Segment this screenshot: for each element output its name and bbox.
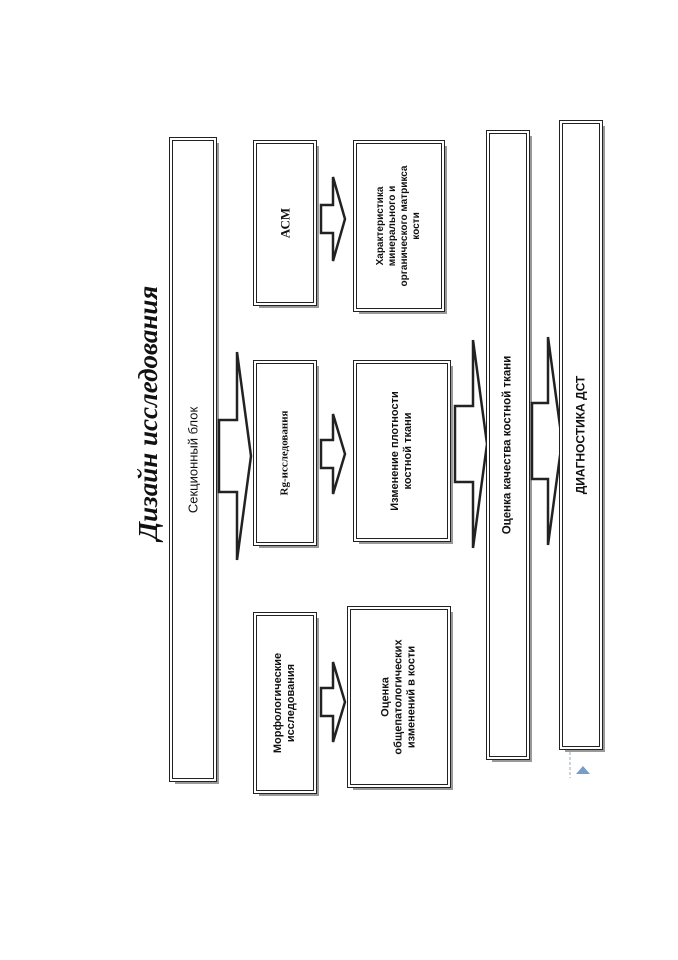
morphology-result-line-1: Оценка xyxy=(379,677,392,717)
diagram-title-text: Дизайн исследования xyxy=(133,285,163,541)
diagnosis-box: ДИАГНОСТИКА ДСТ xyxy=(559,120,605,752)
morphology-result-line-2: общепатологических xyxy=(392,639,405,755)
arrow-acm xyxy=(319,175,347,263)
resize-handle[interactable] xyxy=(566,752,596,782)
arrow-rg xyxy=(319,412,347,496)
morphology-method-box: Морфологические исследования xyxy=(253,612,319,796)
arrow-sectional-to-methods xyxy=(217,350,253,562)
arrow-quality-to-diagnosis xyxy=(530,335,564,547)
morphology-method-line-2: исследования xyxy=(285,663,297,743)
handle-triangle-icon xyxy=(569,752,590,778)
acm-result-text: Характеристика минерального и органическ… xyxy=(375,166,423,287)
acm-result-line-4: кости xyxy=(411,212,422,240)
morphology-method-line-1: Морфологические xyxy=(272,652,284,754)
acm-result-line-1: Характеристика xyxy=(375,186,386,266)
rg-result-box: Изменение плотности костной ткани xyxy=(353,360,453,544)
arrow-results-to-quality xyxy=(453,338,489,550)
diagram-title: Дизайн исследования xyxy=(125,258,171,568)
rg-result-line-1: Изменение плотности xyxy=(389,391,401,511)
rg-method-box: Rg-исследования xyxy=(253,360,319,548)
acm-method-box: АСМ xyxy=(253,140,319,308)
rg-method-text: Rg-исследования xyxy=(279,411,292,496)
morphology-method-text: Морфологические исследования xyxy=(272,653,298,753)
sectional-block-label: Секционный блок xyxy=(185,406,201,513)
morphology-result-line-3: изменений в кости xyxy=(405,645,418,749)
acm-method-line-1: АСМ xyxy=(277,207,293,239)
rg-result-text: Изменение плотности костной ткани xyxy=(389,391,415,511)
arrow-morphology xyxy=(319,660,347,744)
sectional-block-box: Секционный блок xyxy=(169,137,219,784)
acm-method-text: АСМ xyxy=(277,207,293,239)
rg-method-line-1: Rg-исследования xyxy=(278,410,291,496)
morphology-result-box: Оценка общепатологических изменений в ко… xyxy=(347,606,453,790)
diagnosis-label: ДИАГНОСТИКА ДСТ xyxy=(573,375,588,495)
acm-result-box: Характеристика минерального и органическ… xyxy=(353,140,447,314)
quality-label: Оценка качества костной ткани xyxy=(501,355,514,535)
rg-result-line-2: костной ткани xyxy=(402,412,414,490)
morphology-result-text: Оценка общепатологических изменений в ко… xyxy=(380,639,419,754)
quality-box: Оценка качества костной ткани xyxy=(486,130,532,762)
acm-result-line-3: органического матрикса xyxy=(399,165,410,287)
acm-result-line-2: минерального и xyxy=(387,185,398,267)
